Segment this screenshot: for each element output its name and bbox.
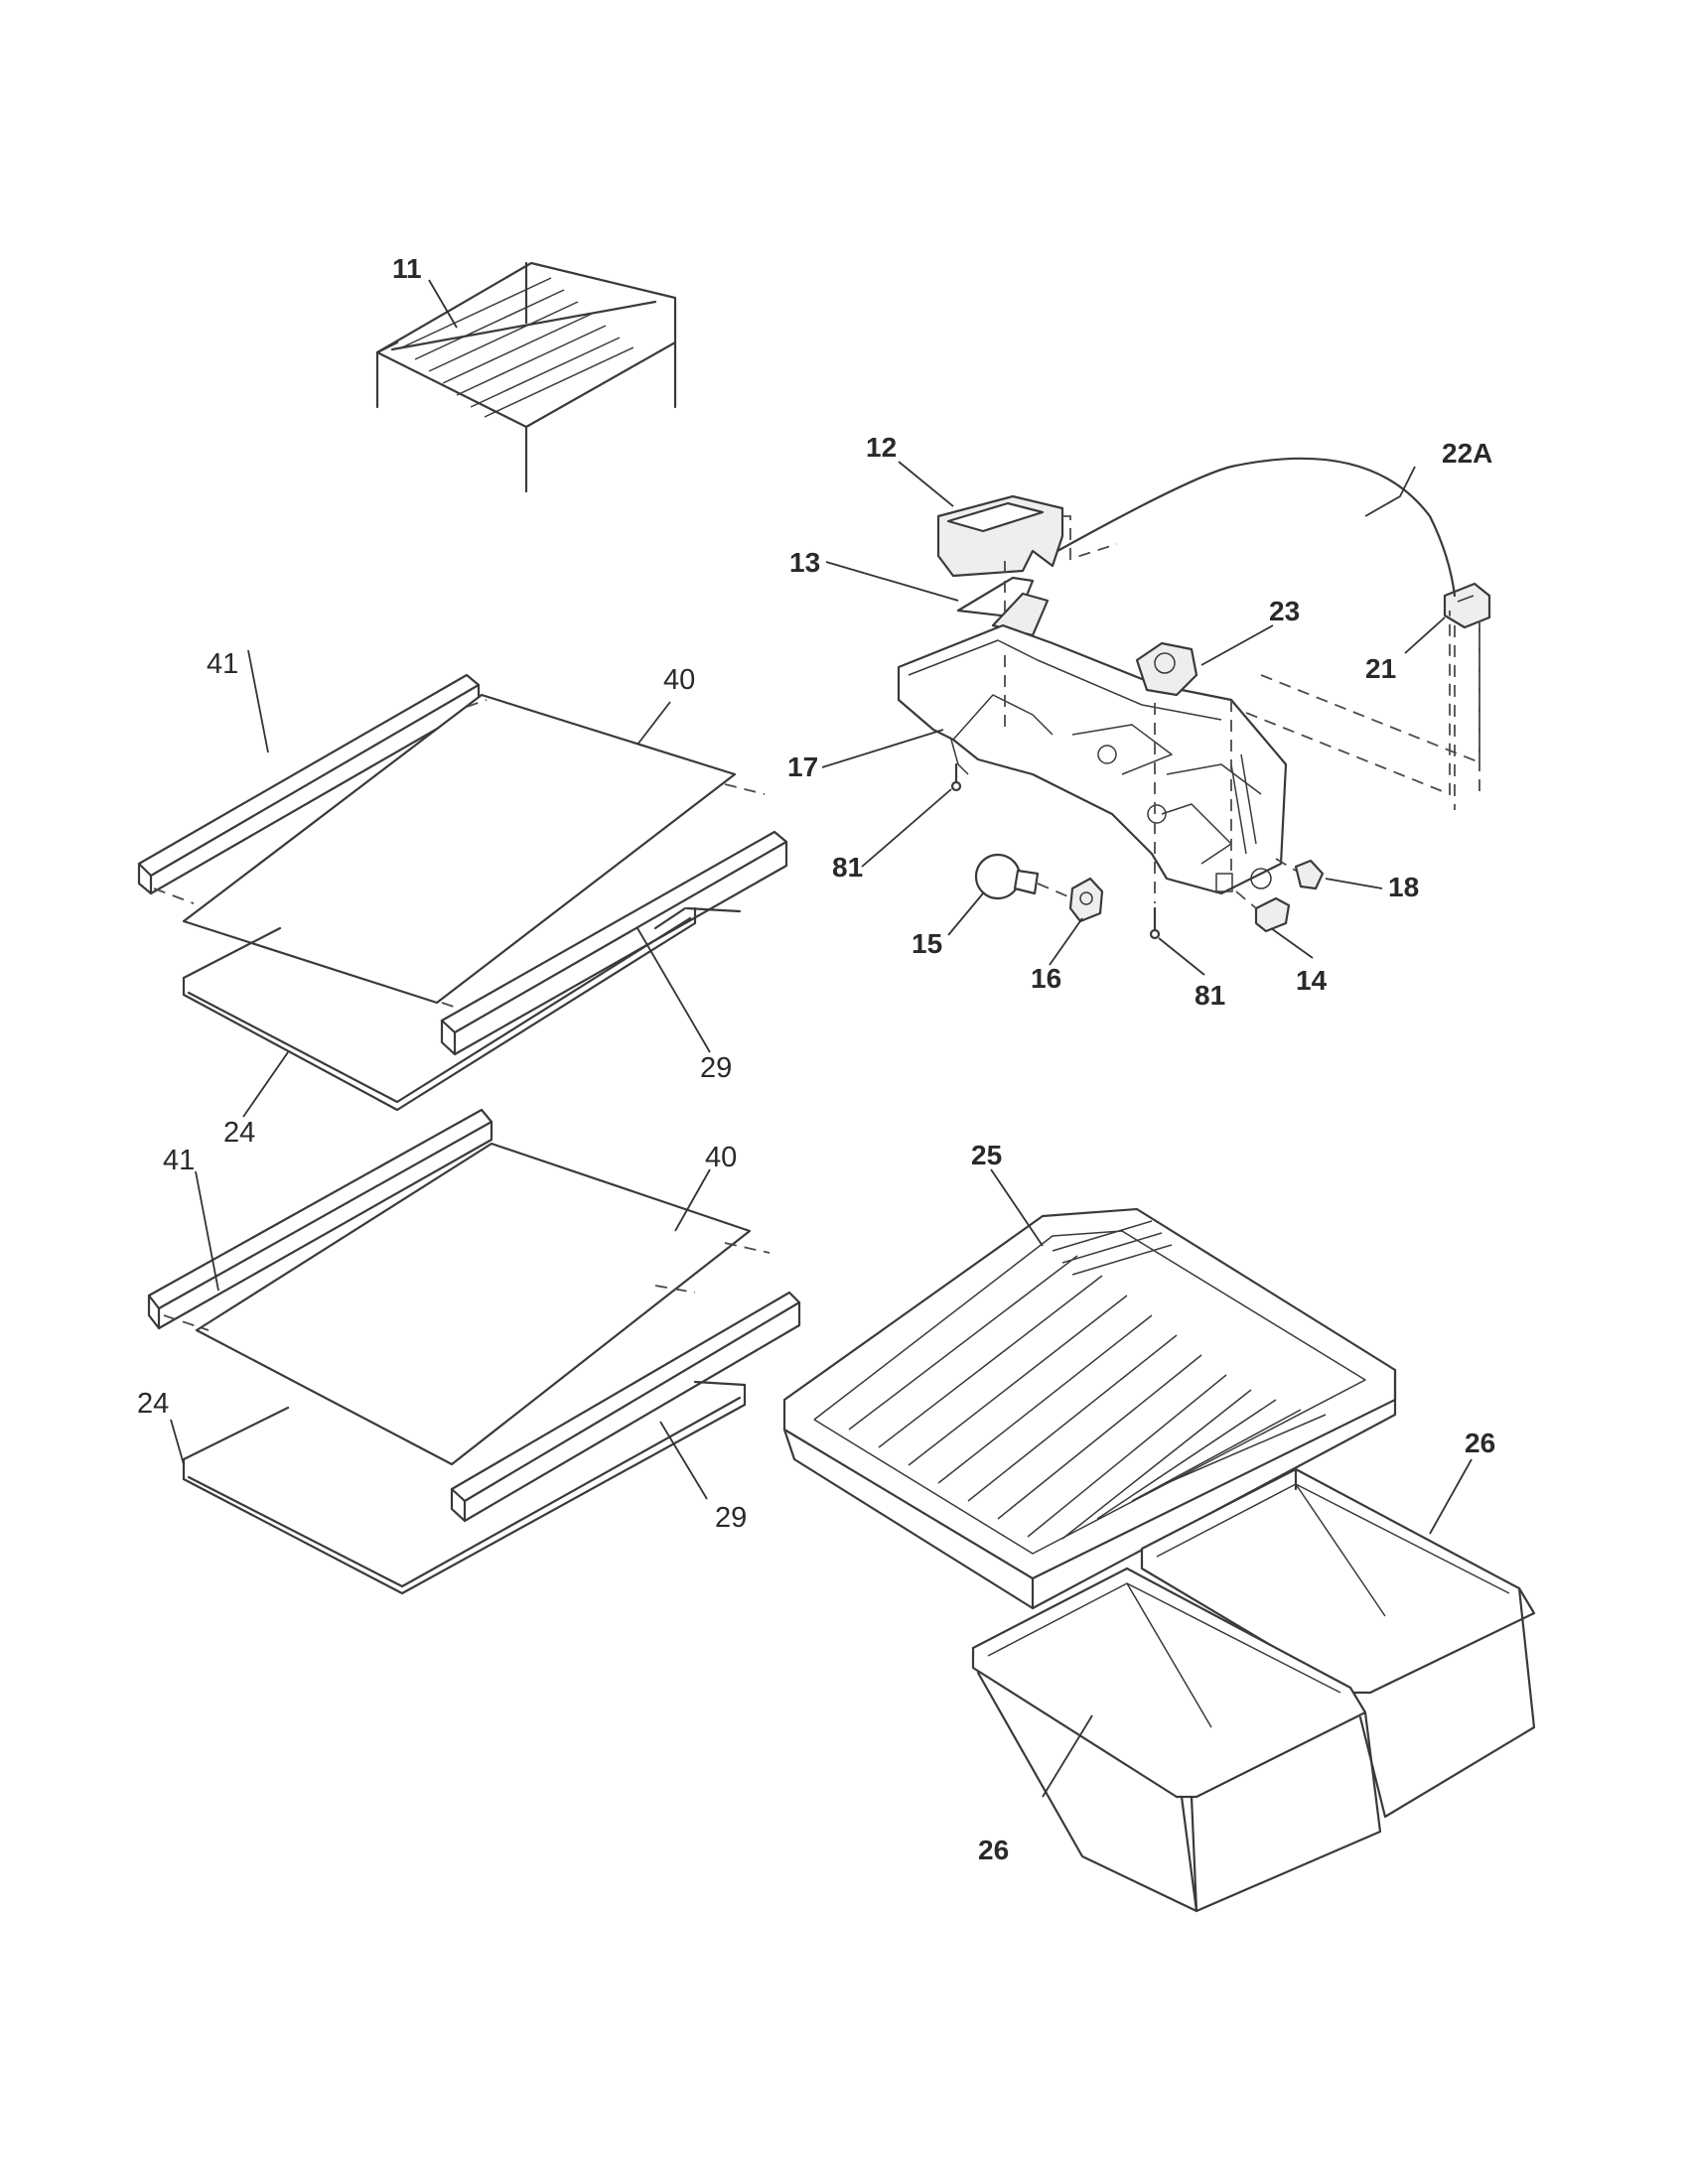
part-wire-rack [375, 261, 677, 493]
part-light-housing-assembly [897, 457, 1491, 940]
label-part-11: 11 [392, 253, 422, 284]
label-part-41-top: 41 [207, 648, 238, 680]
part-upper-shelf-assembly [137, 673, 788, 1112]
label-part-18: 18 [1388, 872, 1419, 902]
label-part-41-bottom: 41 [163, 1145, 195, 1176]
label-part-29-bottom: 29 [715, 1502, 747, 1534]
label-part-16: 16 [1031, 963, 1061, 994]
label-part-81-right: 81 [1195, 980, 1225, 1011]
label-part-12: 12 [866, 432, 897, 463]
label-part-40-top: 40 [663, 664, 695, 696]
label-part-15: 15 [912, 928, 942, 959]
part-crisper-cover [782, 1207, 1397, 1610]
label-part-13: 13 [789, 547, 820, 578]
part-lower-shelf-assembly [147, 1108, 801, 1595]
label-part-14: 14 [1296, 965, 1328, 996]
part-labels: 11 12 13 22A 23 21 17 81 18 15 16 81 14 … [137, 253, 1495, 1865]
label-part-22a: 22A [1442, 438, 1492, 469]
label-part-24-bottom: 24 [137, 1388, 169, 1420]
label-part-25: 25 [971, 1140, 1002, 1170]
label-part-26-left: 26 [978, 1835, 1009, 1865]
label-part-81-left: 81 [832, 852, 863, 883]
label-part-17: 17 [787, 751, 818, 782]
label-part-24-top: 24 [223, 1117, 255, 1149]
leader-lines [170, 279, 1473, 1798]
label-part-21: 21 [1365, 653, 1396, 684]
part-crisper-drawer-left [971, 1567, 1382, 1913]
label-part-23: 23 [1269, 596, 1300, 626]
label-part-29-top: 29 [700, 1052, 732, 1084]
label-part-26-right: 26 [1465, 1428, 1495, 1458]
label-part-40-bottom: 40 [705, 1142, 737, 1173]
